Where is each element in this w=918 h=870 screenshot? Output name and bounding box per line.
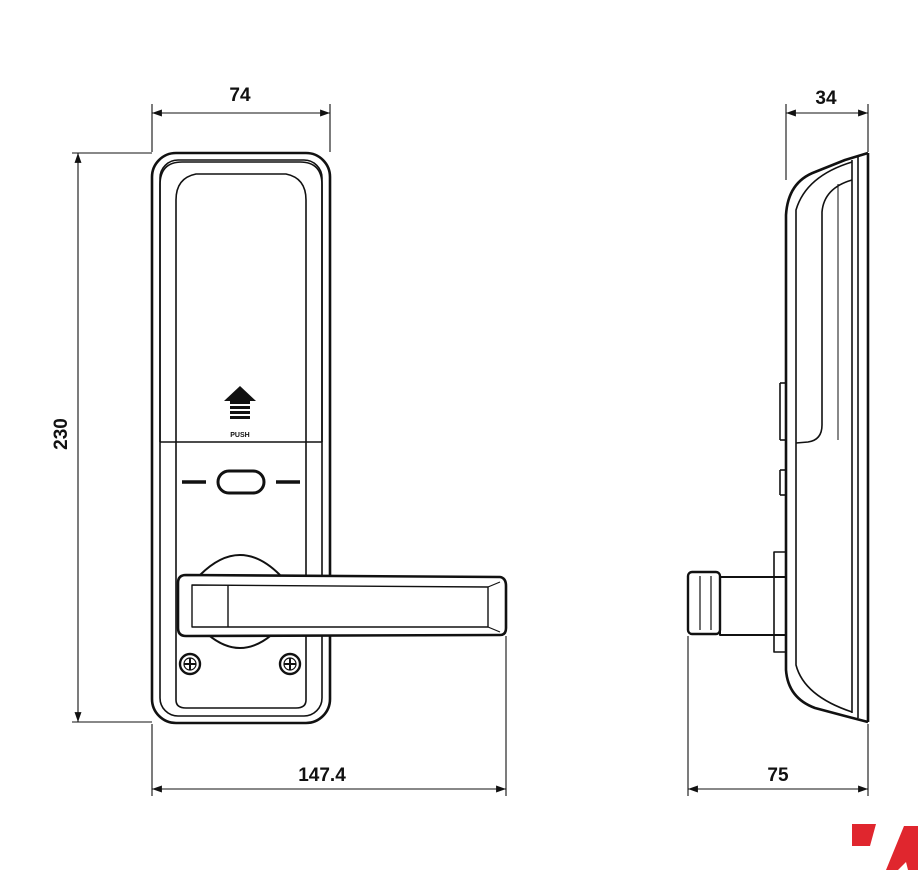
dimension-side-depth <box>785 104 869 180</box>
push-arrow-icon: PUSH <box>224 386 256 439</box>
screw-left <box>178 652 202 676</box>
dimension-label-front-total-width: 147.4 <box>298 765 346 786</box>
dimension-front-width <box>151 104 331 152</box>
front-view <box>150 151 332 725</box>
brand-logo-icon <box>852 824 918 870</box>
side-view <box>686 151 870 724</box>
dimension-label-side-total-depth: 75 <box>767 765 789 786</box>
fingerprint-sensor <box>182 469 300 495</box>
push-label: PUSH <box>230 432 249 439</box>
dimension-label-side-depth: 34 <box>815 88 837 109</box>
dimension-front-total-width <box>151 636 507 796</box>
dimension-label-front-height: 230 <box>51 418 72 450</box>
lever-handle <box>176 573 508 638</box>
dimension-front-height <box>72 152 152 723</box>
dimension-side-total-depth <box>687 636 869 796</box>
screw-right <box>278 652 302 676</box>
dimension-label-front-width: 74 <box>229 85 251 106</box>
